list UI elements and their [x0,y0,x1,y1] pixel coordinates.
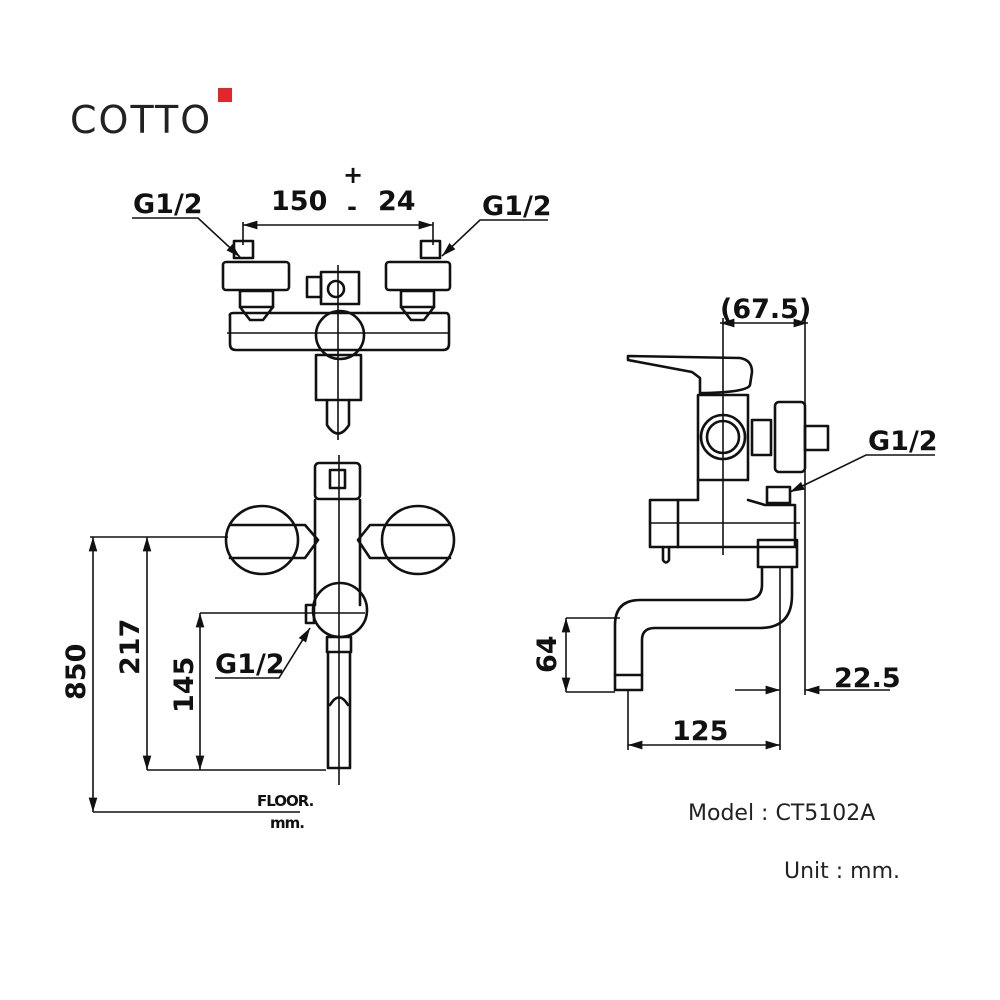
floor-label: FLOOR. [257,792,314,810]
floor-unit-label: mm. [270,814,304,832]
inlet-right-label: G1/2 [482,191,552,222]
height-217-label: 217 [115,619,146,675]
depth-label: (67.5) [720,294,811,325]
inlet-left-label: G1/2 [133,189,203,220]
unit-label: Unit : mm. [784,859,900,884]
left-handle [224,504,300,576]
logo-red-square [218,88,232,102]
spout [613,565,794,692]
plus-sign: + [343,161,363,189]
side-inlet-label: G1/2 [868,426,938,457]
offset-label: 22.5 [834,663,901,694]
inlet-right-leader [441,219,548,257]
spout-height-label: 64 [532,635,563,673]
outlet-leader [215,627,311,679]
height-850-label: 850 [61,644,92,700]
minus-sign: - [347,193,357,221]
model-label: Model : CT5102A [688,801,875,826]
brand-name: COTTO [70,98,212,142]
width-dimension-label: 150 [271,186,327,217]
side-inlet-leader [789,454,935,493]
cotto-logo: COTTO [70,88,232,142]
tolerance-label: 24 [378,186,416,217]
front-view: 850 217 145 G1/2 FLOOR. mm. [61,455,456,832]
height-145-label: 145 [169,657,200,713]
spout-reach-label: 125 [672,716,728,747]
inlet-left-leader [132,217,241,258]
right-handle [380,504,456,576]
outlet-label: G1/2 [215,649,285,680]
lever-handle [626,354,754,395]
side-view: (67.5) G1/2 64 22.5 125 [532,294,938,750]
top-view: 150 + - 24 G1/2 G1/2 [132,161,552,440]
